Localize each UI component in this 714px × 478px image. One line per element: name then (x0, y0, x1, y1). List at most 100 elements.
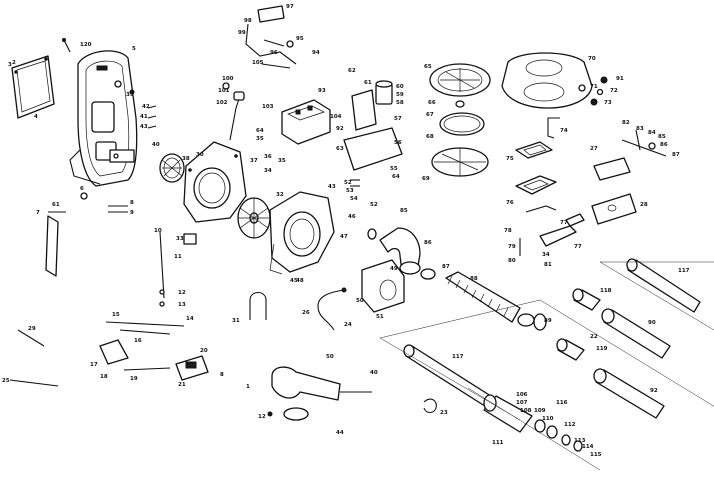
elbow-pipe (367, 227, 421, 275)
label-67: 67 (426, 112, 434, 118)
label-28: 28 (640, 202, 648, 208)
label-107: 107 (516, 400, 528, 406)
label-34: 34 (264, 168, 272, 174)
label-9: 9 (130, 210, 134, 216)
fan-housing-left (183, 141, 247, 223)
label-43a: 43 (140, 124, 148, 130)
label-113: 113 (574, 438, 586, 444)
label-105: 105 (252, 60, 264, 66)
label-108: 108 (520, 408, 532, 414)
label-12b: 12 (258, 414, 266, 420)
label-115: 115 (590, 452, 602, 458)
label-71: 71 (590, 84, 598, 90)
label-24: 24 (344, 322, 352, 328)
label-8b: 8 (220, 372, 224, 378)
label-52: 52 (344, 180, 352, 186)
leader-lines (379, 261, 714, 471)
label-44: 44 (336, 430, 344, 436)
label-103: 103 (262, 104, 274, 110)
label-34b: 34 (542, 252, 550, 258)
bolt-120 (62, 38, 71, 53)
label-61: 61 (52, 202, 60, 208)
label-23: 23 (440, 410, 448, 416)
label-97: 97 (286, 4, 294, 10)
label-84: 84 (648, 130, 656, 136)
starter-assembly (429, 63, 491, 177)
ring-89 (533, 313, 547, 331)
label-29: 29 (28, 326, 36, 332)
label-19: 19 (130, 376, 138, 382)
label-35b: 35 (256, 136, 264, 142)
label-60: 60 (396, 84, 404, 90)
tube-90 (601, 308, 671, 359)
control-rod (159, 231, 197, 307)
label-8: 8 (130, 200, 134, 206)
label-101: 101 (218, 88, 230, 94)
filter-block-27 (593, 157, 631, 181)
label-104: 104 (330, 114, 342, 120)
label-40: 40 (152, 142, 160, 148)
u-bracket (249, 291, 267, 320)
tube-118 (572, 288, 601, 311)
coupler (556, 338, 585, 361)
label-75: 75 (506, 156, 514, 162)
label-74: 74 (560, 128, 568, 134)
label-111: 111 (492, 440, 504, 446)
label-118: 118 (600, 288, 612, 294)
label-119: 119 (596, 346, 608, 352)
part-labels: 3 4 120 5 39 42 41 43 40 38 6 7 61 8 9 1… (2, 4, 690, 458)
label-7: 7 (36, 210, 40, 216)
label-66: 66 (428, 100, 436, 106)
label-96: 96 (270, 50, 278, 56)
label-64: 64 (256, 128, 264, 134)
label-49: 49 (390, 266, 398, 272)
label-98: 98 (244, 18, 252, 24)
label-45: 45 (290, 278, 298, 284)
label-59: 59 (396, 92, 404, 98)
label-63: 63 (336, 146, 344, 152)
label-61b: 61 (364, 80, 372, 86)
label-92: 92 (336, 126, 344, 132)
label-39: 39 (126, 92, 134, 98)
control-bracket (245, 5, 297, 69)
label-57: 57 (394, 116, 402, 122)
label-92b: 92 (650, 388, 658, 394)
label-94: 94 (312, 50, 320, 56)
muffler-plate (515, 175, 557, 195)
label-100: 100 (222, 76, 234, 82)
frame-fasteners (129, 89, 157, 129)
label-88: 88 (470, 276, 478, 282)
label-89: 89 (544, 318, 552, 324)
handle-links (99, 321, 185, 371)
label-47: 47 (340, 234, 348, 240)
label-62: 62 (348, 68, 356, 74)
lever-linkage (519, 205, 585, 256)
label-77: 77 (574, 244, 582, 250)
label-27: 27 (590, 146, 598, 152)
label-110: 110 (542, 416, 554, 422)
label-81: 81 (544, 262, 552, 268)
label-14: 14 (186, 316, 194, 322)
gasket-75 (515, 141, 553, 159)
label-11: 11 (174, 254, 182, 260)
grip-clip (175, 355, 209, 381)
label-37: 37 (250, 158, 258, 164)
back-plate (11, 55, 55, 119)
label-72: 72 (610, 88, 618, 94)
label-87b: 87 (442, 264, 450, 270)
label-85b: 85 (400, 208, 408, 214)
label-112: 112 (564, 422, 576, 428)
label-102: 102 (216, 100, 228, 106)
carburetor (281, 99, 331, 145)
cable-26 (317, 287, 347, 331)
label-26: 26 (302, 310, 310, 316)
label-20: 20 (200, 348, 208, 354)
label-91: 91 (616, 76, 624, 82)
throttle-rod (222, 82, 245, 141)
label-25: 25 (2, 378, 10, 384)
label-17: 17 (90, 362, 98, 368)
label-117b: 117 (678, 268, 690, 274)
label-13: 13 (178, 302, 186, 308)
label-41: 41 (140, 114, 148, 120)
